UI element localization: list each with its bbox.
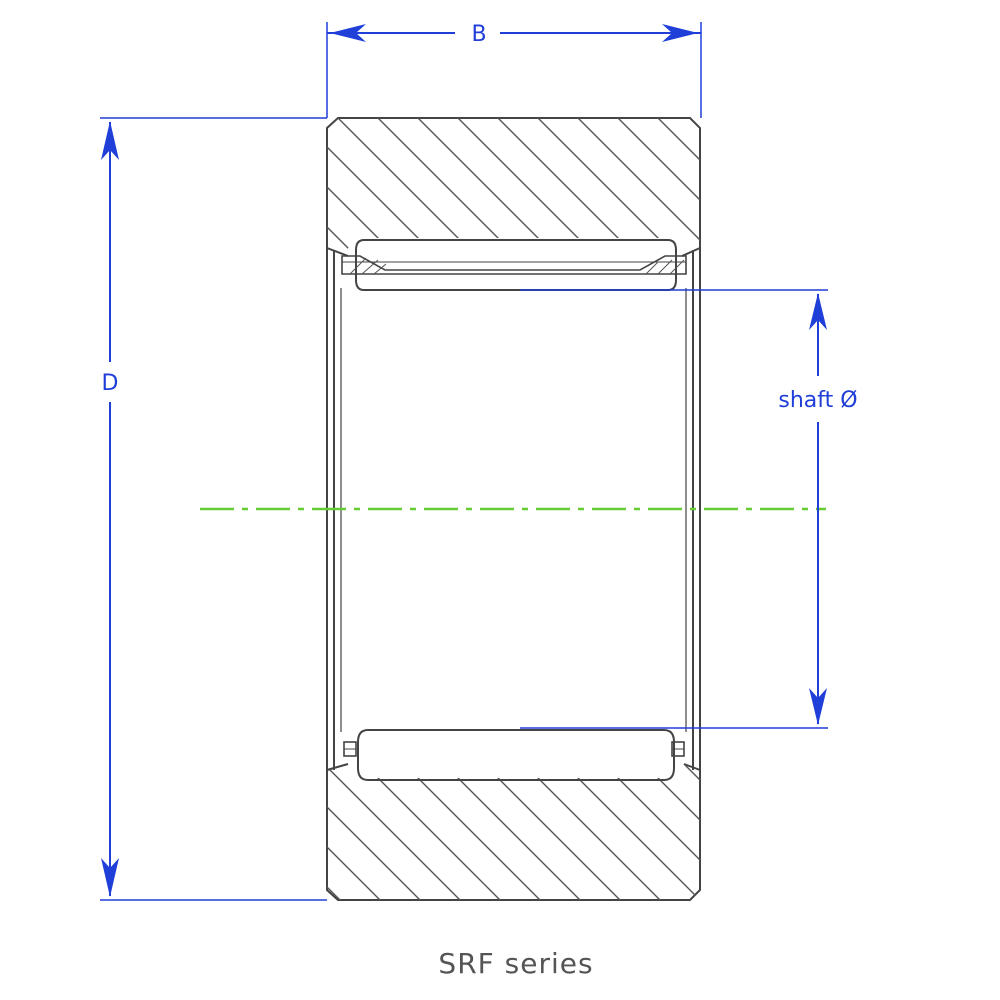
outer-ring [326,117,701,901]
series-caption: SRF series [438,947,593,980]
dimension-d [100,117,327,901]
cage-top [341,255,687,275]
outer-ring-outline [326,117,701,901]
hatching-top [327,118,700,256]
needle-roller-bottom [343,729,685,781]
arrowhead-d-bottom [101,858,119,897]
needle-roller-top [341,239,687,291]
arrowhead-b-left [330,24,366,42]
arrowhead-shaft-bottom [809,688,827,725]
dimension-shaft-label: shaft Ø [778,388,857,413]
dimension-b-label: B [471,22,486,47]
dimension-b [326,22,702,118]
roller-bottom-outline [357,729,675,781]
roller-top-outline [355,239,677,291]
dimension-d-label: D [102,371,119,396]
dimension-shaft [520,289,828,729]
arrowhead-d-top [101,121,119,160]
arrowhead-shaft-top [809,293,827,330]
arrowhead-b-right [662,24,698,42]
hatching-bottom [327,764,700,900]
